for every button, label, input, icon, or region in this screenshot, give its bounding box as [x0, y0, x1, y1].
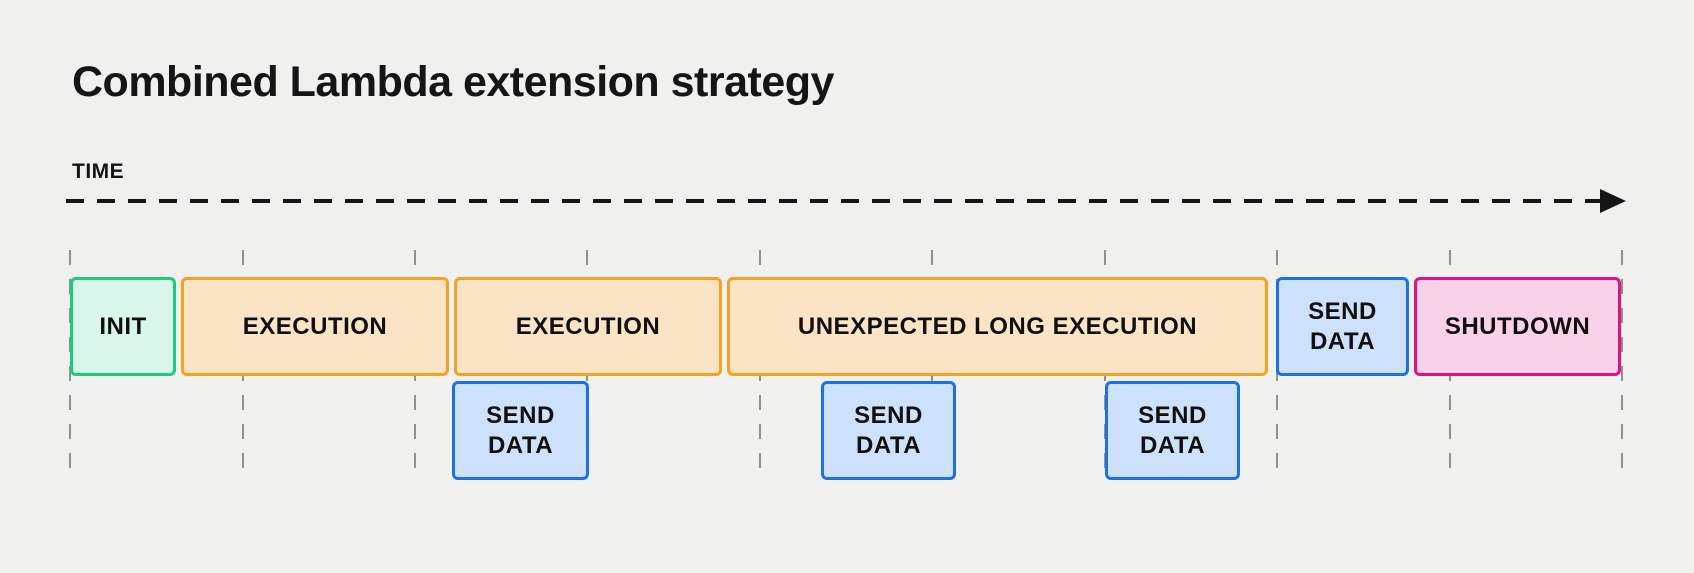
send-data-box-2: SEND DATA: [821, 381, 956, 480]
phase-label: EXECUTION: [242, 312, 388, 340]
phase-label: SHUTDOWN: [1444, 312, 1591, 340]
phase-box-shutdown: SHUTDOWN: [1414, 277, 1621, 376]
time-axis-label: TIME: [72, 160, 125, 183]
event-label: SEND DATA: [854, 401, 923, 459]
send-data-box-3: SEND DATA: [1105, 381, 1240, 480]
phase-box-execution-1: EXECUTION: [181, 277, 449, 376]
phase-label: UNEXPECTED LONG EXECUTION: [797, 312, 1198, 340]
time-axis-dashed-line: [66, 199, 1600, 203]
phase-label: EXECUTION: [515, 312, 661, 340]
send-data-box-1: SEND DATA: [452, 381, 589, 480]
event-label: SEND DATA: [486, 401, 555, 459]
arrow-right-icon: [1600, 189, 1626, 213]
phase-label: INIT: [99, 312, 147, 340]
phase-box-unexpected-long-execution: UNEXPECTED LONG EXECUTION: [727, 277, 1268, 376]
event-label: SEND DATA: [1138, 401, 1207, 459]
phase-label: SEND DATA: [1308, 297, 1377, 355]
grid-line: [1621, 250, 1623, 480]
diagram-title: Combined Lambda extension strategy: [72, 58, 834, 106]
phase-box-execution-2: EXECUTION: [454, 277, 722, 376]
phase-box-send-data: SEND DATA: [1276, 277, 1409, 376]
phase-box-init: INIT: [70, 277, 176, 376]
